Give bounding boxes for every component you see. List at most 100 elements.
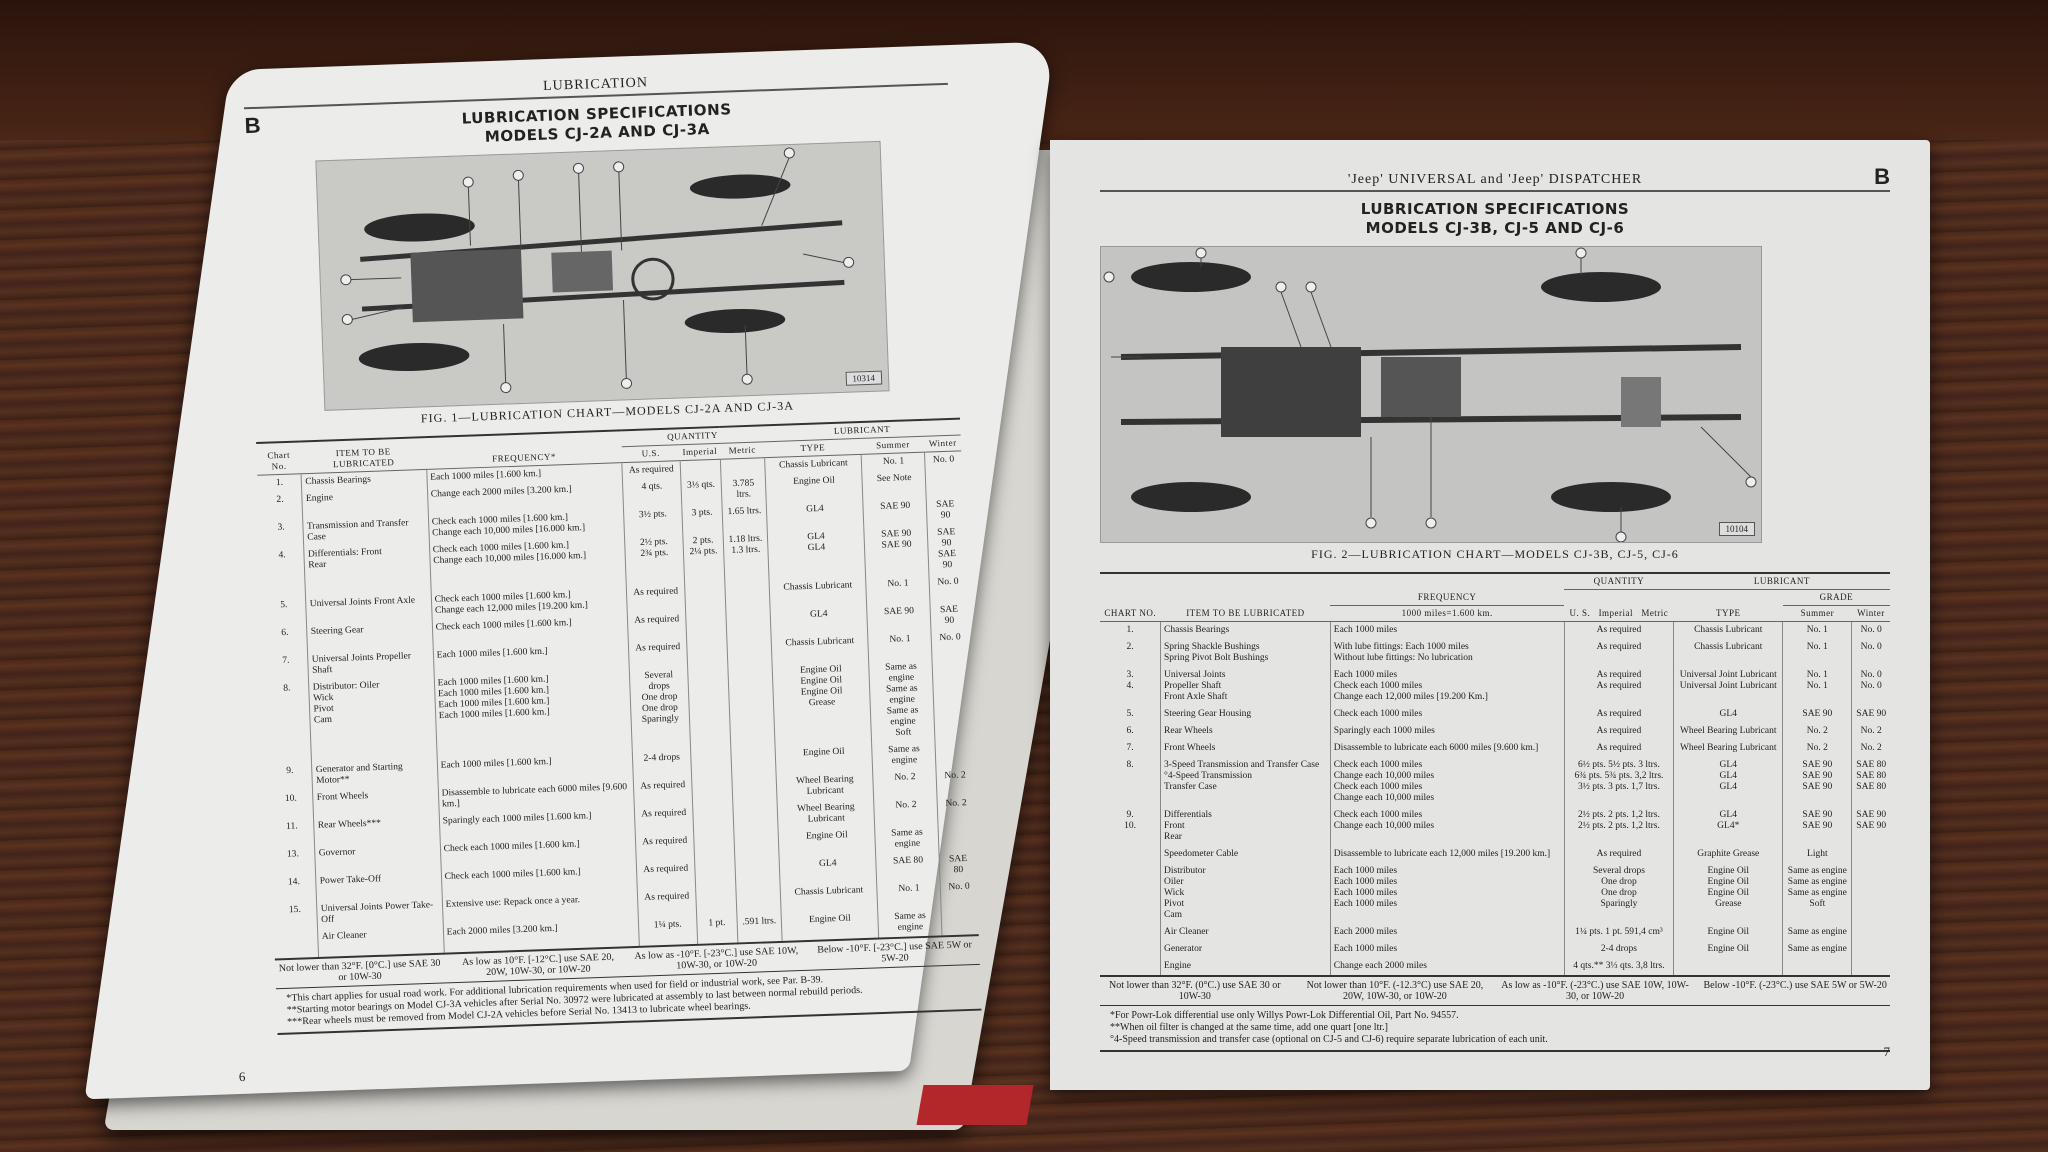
cell-summer: SAE 90 bbox=[1782, 706, 1852, 723]
cell-summer: SAE 80 bbox=[876, 851, 941, 882]
cell-no: 13. bbox=[286, 849, 300, 860]
cell-summer: No. 2 bbox=[873, 768, 938, 799]
cell-no: 8. bbox=[283, 683, 291, 694]
cell-summer bbox=[1782, 958, 1852, 975]
cell-qty: Several drops One drop One drop Sparingl… bbox=[1563, 863, 1674, 924]
cell-us: As required bbox=[633, 776, 693, 807]
header-item: ITEM TO BE LUBRICATED bbox=[300, 437, 427, 474]
cell-summer: No. 1 bbox=[1782, 621, 1852, 639]
temperature-note: Not lower than 10°F. (-12.3°C) use SAE 2… bbox=[1306, 980, 1484, 1002]
cell-type: GL4 bbox=[769, 604, 869, 636]
header-lubricant: LUBRICANT bbox=[1673, 573, 1890, 590]
cell-winter bbox=[941, 906, 979, 936]
cell-no: 15. bbox=[288, 904, 302, 916]
cell-metric bbox=[733, 829, 780, 860]
cell-summer: No. 1 bbox=[866, 574, 931, 605]
cell-metric bbox=[735, 885, 782, 915]
cell-qty: As required bbox=[1563, 846, 1674, 863]
cell-no: 1. bbox=[1126, 625, 1134, 635]
cell-winter: SAE 90 bbox=[930, 601, 968, 631]
cell-qty: As required bbox=[1563, 621, 1674, 639]
cell-summer: Same as engine Same as engine Same as en… bbox=[1782, 863, 1852, 924]
cell-item: Universal Joints Propeller Shaft Front A… bbox=[1160, 667, 1331, 706]
lubrication-table-left: Chart No. ITEM TO BE LUBRICATED FREQUENC… bbox=[256, 418, 979, 959]
header-winter: Winter bbox=[1851, 605, 1890, 622]
cell-winter bbox=[1851, 863, 1890, 924]
cell-no bbox=[1100, 863, 1161, 924]
cell-no: 11. bbox=[285, 821, 298, 832]
cell-item: Air Cleaner bbox=[317, 924, 444, 957]
cell-winter bbox=[938, 822, 976, 852]
cell-item: Front Wheels bbox=[1160, 740, 1331, 757]
chassis-diagram-icon bbox=[1101, 247, 1761, 542]
chassis-diagram-icon bbox=[316, 141, 889, 410]
cell-winter: No. 2 bbox=[1851, 740, 1890, 757]
cell-winter bbox=[935, 739, 973, 769]
header-imperial: Imperial bbox=[1598, 608, 1634, 618]
header-summer: Summer bbox=[1782, 605, 1852, 622]
cell-winter: No. 0 bbox=[924, 450, 962, 470]
section-letter: B bbox=[1874, 164, 1890, 189]
cell-item: Rear Wheels bbox=[1160, 723, 1331, 740]
cell-frequency: Each 2000 miles bbox=[1329, 924, 1565, 941]
cell-no: 2. bbox=[276, 494, 284, 505]
cell-type: GL4 GL4 GL4 bbox=[1673, 757, 1783, 807]
cell-winter: SAE 90 bbox=[926, 496, 964, 526]
cell-type: Chassis Lubricant bbox=[1673, 639, 1783, 667]
cell-us: 3½ pts. bbox=[623, 505, 683, 536]
cell-type: Engine Oil Engine Oil Engine Oil Grease bbox=[1673, 863, 1783, 924]
cell-frequency: Each 1000 miles Check each 1000 miles Ch… bbox=[1329, 667, 1565, 706]
cell-winter: No. 2 bbox=[936, 767, 974, 797]
cell-type: Chassis Lubricant bbox=[768, 576, 868, 609]
cell-no bbox=[274, 929, 319, 958]
cell-item: Engine bbox=[302, 486, 429, 519]
cell-qty: As required bbox=[1563, 706, 1674, 723]
cell-imperial: 2 pts. 2¼ pts. bbox=[682, 532, 725, 584]
footnotes-right: *For Powr-Lok differential use only Will… bbox=[1100, 1006, 1890, 1052]
cell-frequency: Check each 1000 miles [1.600 km.] Change… bbox=[429, 535, 627, 593]
cell-no: 6. bbox=[281, 627, 289, 639]
right-page: 'Jeep' UNIVERSAL and 'Jeep' DISPATCHER B… bbox=[1050, 140, 1930, 1090]
cell-imperial bbox=[693, 831, 735, 861]
cell-frequency: Check each 1000 miles bbox=[1329, 706, 1565, 723]
cell-item: Distributor: Oiler Wick Pivot Cam bbox=[308, 675, 437, 763]
cell-frequency: Check each 1000 miles Change each 10,000… bbox=[1329, 757, 1565, 807]
cell-metric bbox=[720, 457, 766, 477]
figure-number: 10314 bbox=[845, 370, 883, 386]
cell-no: 1. bbox=[275, 477, 284, 489]
cell-type: Universal Joint Lubricant Universal Join… bbox=[1673, 667, 1783, 706]
cell-no: 9. 10. bbox=[1124, 810, 1136, 831]
cell-imperial bbox=[691, 775, 733, 805]
cell-imperial bbox=[694, 859, 736, 889]
cell-metric bbox=[724, 580, 770, 610]
cell-us: Several drops One drop One drop Sparingl… bbox=[629, 666, 691, 752]
header-us: U. S. bbox=[1569, 608, 1591, 618]
cell-winter: SAE 90 SAE 90 bbox=[927, 523, 966, 575]
header-chart-no: CHART NO. bbox=[1100, 573, 1161, 622]
cell-summer: Same as engine bbox=[1782, 924, 1852, 941]
cell-us: As required bbox=[634, 804, 694, 835]
cell-metric: 3.785 ltrs. bbox=[721, 475, 767, 505]
table-row: 2.Spring Shackle Bushings Spring Pivot B… bbox=[1100, 639, 1890, 667]
cell-item: Power Take-Off bbox=[315, 869, 442, 902]
cell-summer: Light bbox=[1782, 846, 1852, 863]
cell-imperial bbox=[679, 459, 722, 479]
cell-us: As required bbox=[637, 888, 697, 919]
cell-frequency: Each 1000 miles bbox=[1329, 941, 1565, 958]
cell-type: GL4 bbox=[1673, 706, 1783, 723]
cell-metric: .591 ltrs. bbox=[736, 913, 783, 943]
cell-us: 2-4 drops bbox=[632, 749, 692, 779]
temperature-note: Below -10°F. (-23°C.) use SAE 5W or 5W-2… bbox=[1703, 980, 1887, 991]
cell-imperial bbox=[690, 747, 732, 777]
cell-us: As required bbox=[635, 832, 695, 863]
cell-qty: 1¼ pts. 1 pt. 591,4 cm³ bbox=[1563, 924, 1674, 941]
cell-item: Universal Joints Front Axle bbox=[305, 592, 432, 625]
cell-winter: No. 2 bbox=[937, 795, 975, 825]
cell-imperial: 1 pt. bbox=[696, 914, 738, 944]
cell-item: Generator bbox=[1160, 941, 1331, 958]
cell-frequency: Sparingly each 1000 miles bbox=[1329, 723, 1565, 740]
cell-type: Engine Oil bbox=[1673, 924, 1783, 941]
